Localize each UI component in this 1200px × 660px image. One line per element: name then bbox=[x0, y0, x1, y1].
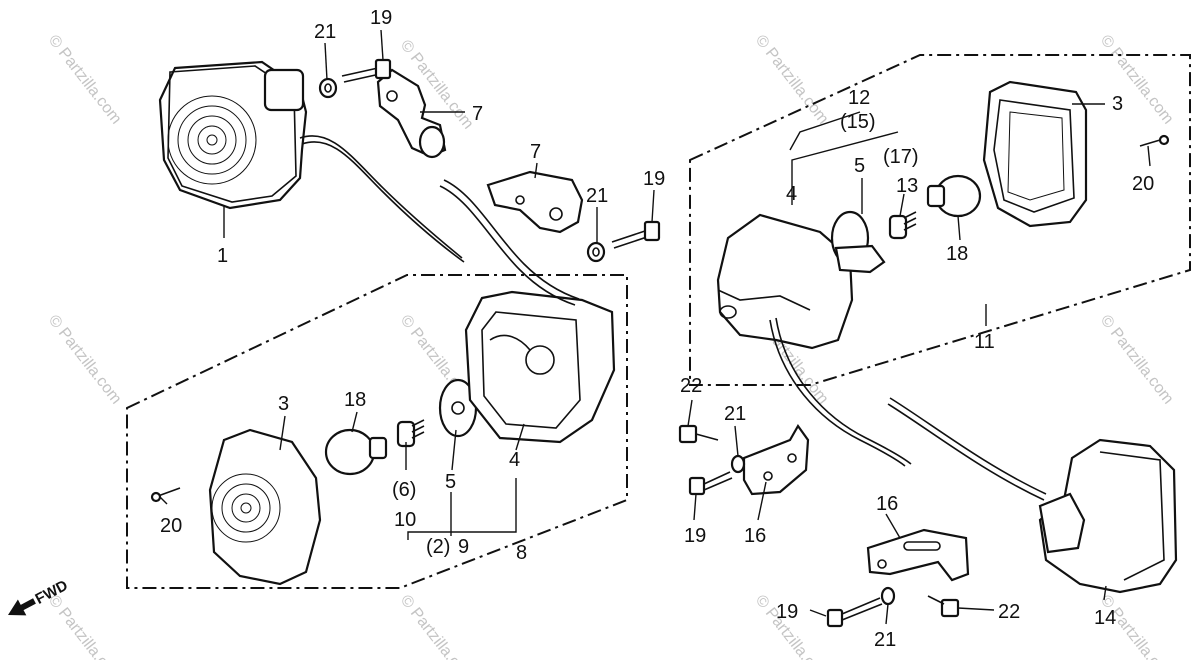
callout-7: 7 bbox=[472, 103, 483, 125]
callout-3: 3 bbox=[1112, 93, 1123, 115]
callout-21: 21 bbox=[724, 403, 746, 425]
callout-13: 13 bbox=[896, 175, 918, 197]
watermark: © Partzilla.com bbox=[45, 592, 125, 660]
base-plate-front-right bbox=[830, 210, 886, 274]
screw-20-right bbox=[1139, 134, 1170, 147]
bolt-22-bottom bbox=[927, 595, 960, 618]
nut-21-bottom bbox=[880, 586, 896, 606]
callout-19: 19 bbox=[643, 168, 665, 190]
bolt-19-bottom bbox=[826, 597, 883, 628]
callout-2: (2) bbox=[426, 536, 450, 558]
screw-20-left bbox=[150, 487, 181, 503]
callout-4: 4 bbox=[786, 183, 797, 205]
wire-lead-right bbox=[769, 317, 912, 467]
callout-12: 12 bbox=[848, 87, 870, 109]
callout-14: 14 bbox=[1094, 607, 1116, 629]
callout-9: 9 bbox=[458, 536, 469, 558]
bracket-16-lower bbox=[866, 528, 970, 582]
watermark: © Partzilla.com bbox=[45, 312, 125, 407]
watermark: © Partzilla.com bbox=[1097, 312, 1177, 407]
callout-3: 3 bbox=[278, 393, 289, 415]
callout-20: 20 bbox=[1132, 173, 1154, 195]
callout-4: 4 bbox=[509, 449, 520, 471]
base-plate-front-left bbox=[438, 378, 478, 438]
bolt-19-lower-upper bbox=[688, 471, 733, 496]
callout-6: (6) bbox=[392, 479, 416, 501]
bracket-stay-upper bbox=[376, 68, 447, 159]
bulb-front-left bbox=[324, 428, 388, 476]
group-11-outline bbox=[689, 54, 1191, 386]
callout-16: 16 bbox=[744, 525, 766, 547]
callout-5: 5 bbox=[445, 471, 456, 493]
nut-21-lower-upper bbox=[730, 454, 746, 474]
callout-7: 7 bbox=[530, 141, 541, 163]
bolt-19-middle bbox=[611, 220, 661, 249]
callout-18: 18 bbox=[946, 243, 968, 265]
callout-19: 19 bbox=[370, 7, 392, 29]
bolt-22-upper bbox=[678, 424, 719, 444]
bolt-19-upper bbox=[341, 58, 392, 83]
lens-front-left bbox=[208, 428, 322, 586]
callout-8: 8 bbox=[516, 542, 527, 564]
nut-21-upper bbox=[318, 77, 338, 99]
callout-18: 18 bbox=[344, 389, 366, 411]
lens-front-right bbox=[982, 80, 1088, 228]
bulb-front-right bbox=[926, 174, 982, 218]
watermark: © Partzilla.com bbox=[397, 592, 477, 660]
callout-19: 19 bbox=[776, 601, 798, 623]
callout-20: 20 bbox=[160, 515, 182, 537]
callout-22: 22 bbox=[680, 375, 702, 397]
callout-21: 21 bbox=[586, 185, 608, 207]
wire-lead-left bbox=[439, 179, 580, 306]
nut-21-middle bbox=[586, 241, 606, 263]
callout-labels: 1 21 19 7 7 21 19 3 18 (6) 5 4 10 (2) 9 … bbox=[160, 7, 1154, 651]
housing-front-right bbox=[716, 213, 854, 350]
callout-16: 16 bbox=[876, 493, 898, 515]
group-8-outline bbox=[126, 274, 628, 589]
socket-front-right bbox=[888, 211, 917, 240]
bracket-16-upper bbox=[742, 423, 810, 496]
callout-22: 22 bbox=[998, 601, 1020, 623]
callout-15: (15) bbox=[840, 111, 876, 133]
watermark: © Partzilla.com bbox=[45, 32, 125, 127]
housing-front-left bbox=[464, 290, 616, 444]
callout-21: 21 bbox=[874, 629, 896, 651]
callout-10: 10 bbox=[394, 509, 416, 531]
watermark: © Partzilla.com bbox=[1097, 32, 1177, 127]
turn-signal-front-left bbox=[158, 60, 465, 263]
callout-17: (17) bbox=[883, 146, 919, 168]
callout-21: 21 bbox=[314, 21, 336, 43]
callout-1: 1 bbox=[217, 245, 228, 267]
callout-11: 11 bbox=[974, 331, 995, 353]
socket-front-left bbox=[396, 419, 425, 448]
callout-5: 5 bbox=[854, 155, 865, 177]
leader-lines bbox=[159, 29, 1151, 625]
bracket-stay-middle bbox=[486, 170, 584, 234]
turn-signal-rear bbox=[887, 397, 1178, 594]
callout-19: 19 bbox=[684, 525, 706, 547]
